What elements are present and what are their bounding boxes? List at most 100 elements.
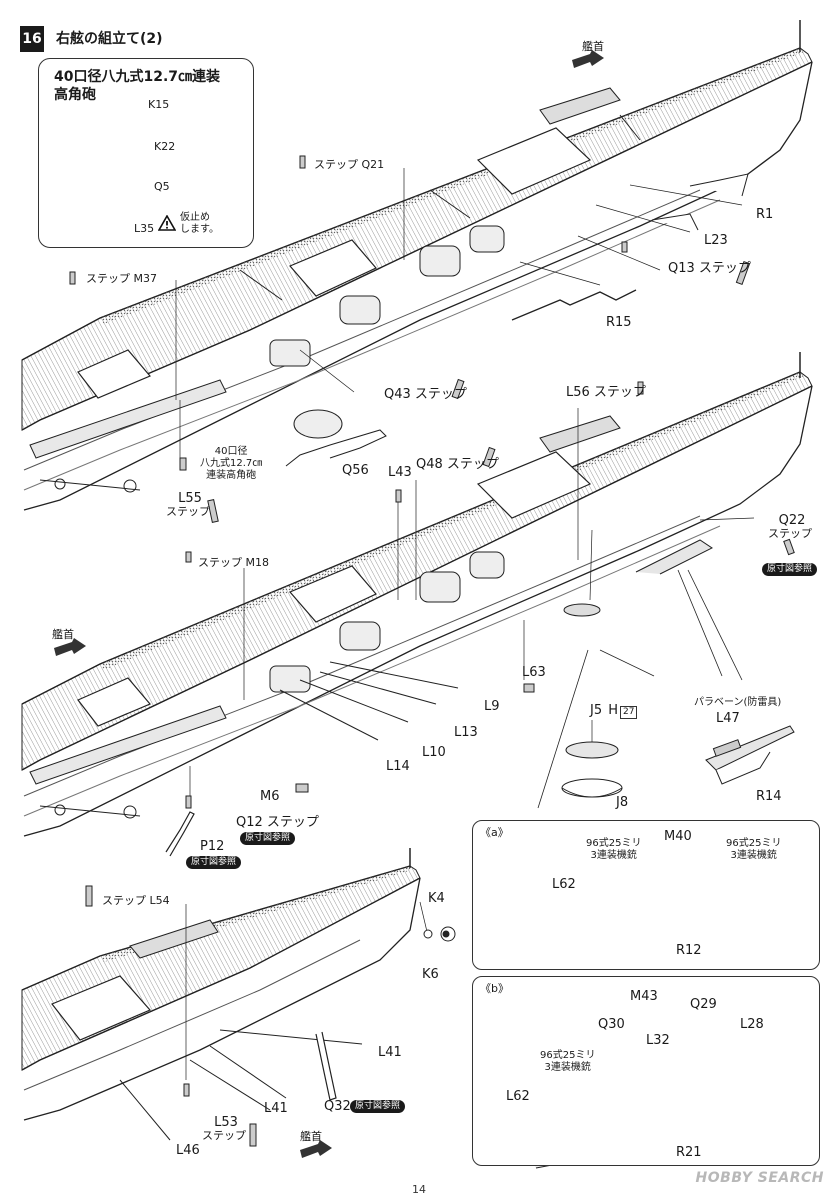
- part-label-q5: Q5: [154, 180, 170, 193]
- label-m18: ステップ M18: [198, 556, 269, 569]
- label-l62-b: L62: [506, 1089, 530, 1104]
- label-q22: Q22 ステップ: [768, 513, 812, 540]
- label-l46: L46: [176, 1143, 200, 1158]
- ref-badge-p12: 原寸図参照: [186, 856, 242, 869]
- label-l56: L56 ステップ: [566, 385, 646, 400]
- ref-badge-q22: 原寸図参照: [762, 563, 818, 576]
- detail-panel-a: [472, 820, 820, 970]
- inset-title-line2: 高角砲: [54, 87, 96, 103]
- label-q48: Q48 ステップ: [416, 457, 499, 472]
- label-l53: L53 ステップ: [202, 1115, 246, 1142]
- inset-note-line2: します。: [180, 224, 219, 235]
- label-l55-part: L55: [178, 491, 202, 506]
- label-gun-mount: 40口径 八九式12.7㎝ 連装高角砲: [200, 446, 262, 482]
- label-l55-step: ステップ: [166, 505, 210, 518]
- label-q21: ステップ Q21: [314, 158, 385, 171]
- label-j8: J8: [616, 795, 629, 810]
- label-h: H: [608, 703, 619, 718]
- ship-section-2: [21, 352, 813, 857]
- gun-label-line2: 八九式12.7㎝: [200, 458, 263, 469]
- ship-section-1: [21, 20, 813, 523]
- label-m37: ステップ M37: [86, 272, 157, 285]
- inset-note-line1: 仮止め: [180, 212, 210, 223]
- label-r21: R21: [676, 1145, 702, 1160]
- label-r1: R1: [756, 207, 774, 222]
- watermark-logo: HOBBY SEARCH: [695, 1170, 824, 1186]
- label-l54: ステップ L54: [102, 894, 170, 907]
- label-l41-a: L41: [378, 1045, 402, 1060]
- label-j5-part: J5: [590, 703, 603, 718]
- panel-a-gun-left: 96式25ミリ 3連装機銃: [586, 838, 641, 862]
- label-l13: L13: [454, 725, 478, 740]
- label-m6: M6: [260, 789, 280, 804]
- label-l41-b: L41: [264, 1101, 288, 1116]
- label-k6: K6: [422, 967, 439, 982]
- ref-badge-q32: 原寸図参照: [350, 1100, 406, 1113]
- label-q22-step: ステップ: [768, 527, 812, 540]
- label-p12: P12: [200, 839, 225, 854]
- label-paravane: パラベーン(防雷具): [694, 697, 782, 708]
- label-l47: L47: [716, 711, 740, 726]
- bow-label-3: 艦首: [300, 1130, 322, 1143]
- boat-detail-drawing: [561, 720, 623, 798]
- label-l9: L9: [484, 699, 500, 714]
- warning-icon: [157, 214, 177, 235]
- label-l14: L14: [386, 759, 410, 774]
- label-q12: Q12 ステップ: [236, 815, 319, 830]
- label-l63: L63: [522, 665, 546, 680]
- ship-section-3: [21, 848, 456, 1147]
- panel-a-gun-right-line1: 96式25ミリ: [726, 838, 782, 849]
- gun-assembly-inset: [38, 58, 254, 248]
- part-label-l35: L35: [134, 222, 155, 235]
- label-r14: R14: [756, 789, 782, 804]
- panel-a-gun-right-line2: 3連装機銃: [730, 850, 777, 861]
- gun-label-line3: 連装高角砲: [206, 470, 257, 481]
- step-number: 16: [20, 26, 44, 52]
- bow-label-2: 艦首: [52, 628, 74, 641]
- label-l10: L10: [422, 745, 446, 760]
- inset-note: 仮止め します。: [180, 212, 219, 236]
- gun-label-line1: 40口径: [214, 446, 248, 457]
- label-r15: R15: [606, 315, 632, 330]
- label-l55: L55 ステップ: [166, 491, 210, 518]
- label-q30: Q30: [598, 1017, 625, 1032]
- label-m40: M40: [664, 829, 692, 844]
- inset-title: 40口径八九式12.7㎝連装 高角砲: [54, 68, 220, 104]
- paravane-detail-drawing: [705, 725, 795, 785]
- part-label-k22: K22: [154, 140, 176, 153]
- panel-b-gun-line2: 3連装機銃: [544, 1062, 591, 1073]
- label-m43: M43: [630, 989, 658, 1004]
- label-k4: K4: [428, 891, 445, 906]
- page-number: 14: [412, 1183, 426, 1196]
- label-q32: Q32: [324, 1099, 351, 1114]
- label-l62-a: L62: [552, 877, 576, 892]
- label-q43: Q43 ステップ: [384, 387, 467, 402]
- panel-b-tag: 《b》: [480, 982, 509, 995]
- panel-a-gun-right: 96式25ミリ 3連装機銃: [726, 838, 781, 862]
- label-l28: L28: [740, 1017, 764, 1032]
- label-h-number: 27: [620, 706, 638, 719]
- label-l32: L32: [646, 1033, 670, 1048]
- label-q29: Q29: [690, 997, 717, 1012]
- label-r12: R12: [676, 943, 702, 958]
- ref-badge-q12: 原寸図参照: [240, 832, 296, 845]
- panel-a-tag: 《a》: [480, 826, 509, 839]
- part-label-k15: K15: [148, 98, 170, 111]
- label-l23: L23: [704, 233, 728, 248]
- label-l43: L43: [388, 465, 412, 480]
- label-q56: Q56: [342, 463, 369, 478]
- label-l53-part: L53: [214, 1115, 238, 1130]
- bow-label-1: 艦首: [582, 40, 604, 53]
- label-q22-part: Q22: [778, 513, 806, 528]
- label-q13: Q13 ステップ: [668, 261, 751, 276]
- panel-b-gun-line1: 96式25ミリ: [540, 1050, 596, 1061]
- panel-a-gun-left-line2: 3連装機銃: [590, 850, 637, 861]
- panel-b-gun: 96式25ミリ 3連装機銃: [540, 1050, 595, 1074]
- detail-panel-b: [472, 976, 820, 1166]
- label-l53-step: ステップ: [202, 1129, 246, 1142]
- inset-title-line1: 40口径八九式12.7㎝連装: [54, 69, 221, 85]
- panel-a-gun-left-line1: 96式25ミリ: [586, 838, 642, 849]
- step-title: 右舷の組立て(2): [56, 31, 163, 47]
